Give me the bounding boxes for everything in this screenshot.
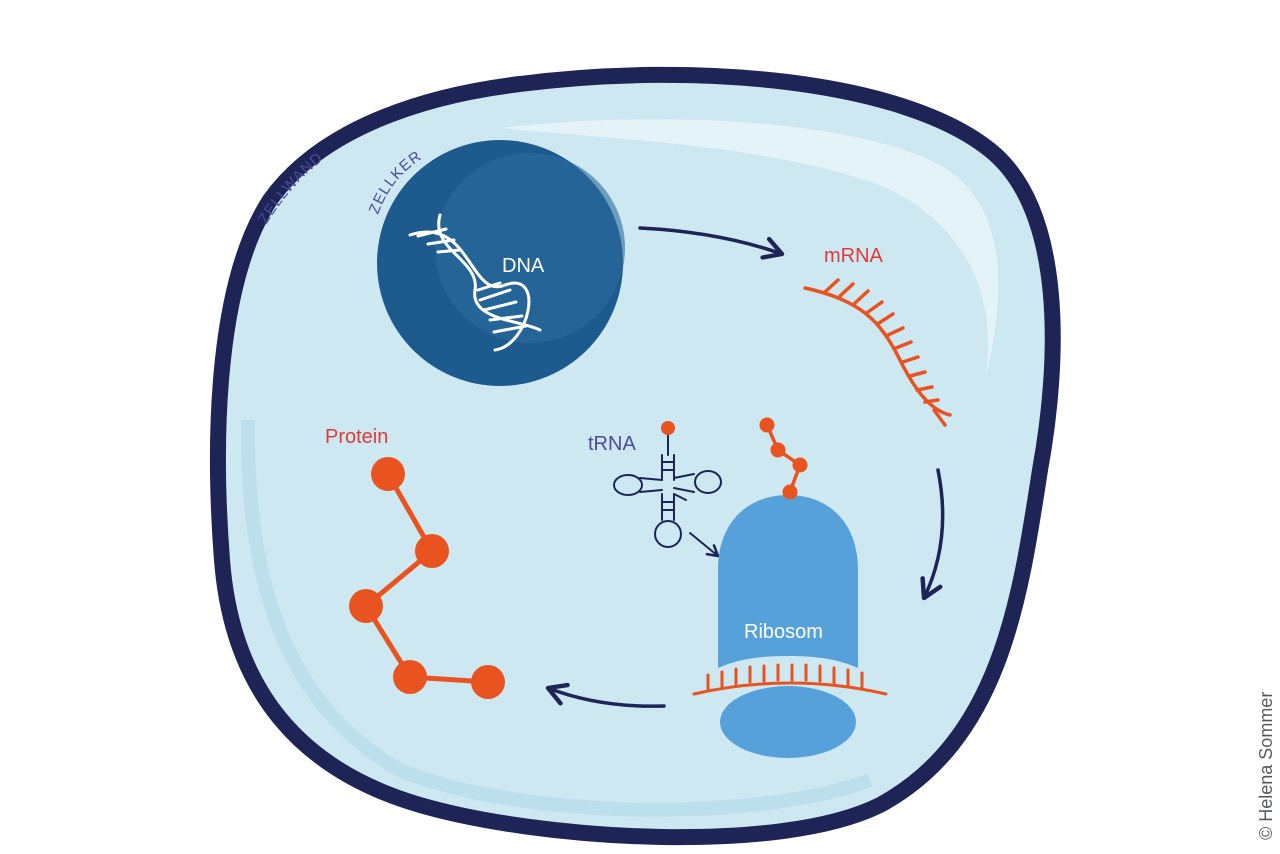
trna-label: tRNA xyxy=(588,433,636,455)
arrow-trna-to-ribosome xyxy=(689,532,720,558)
cell-inner-edge xyxy=(240,419,873,817)
trna-icon xyxy=(613,431,722,548)
ribosome-small-subunit xyxy=(720,686,856,758)
mrna-label: mRNA xyxy=(824,245,884,267)
protein-label: Protein xyxy=(325,426,388,448)
trna-amino-acid xyxy=(661,421,675,435)
ribosome-mrna-strand xyxy=(692,663,888,696)
arrow-to-ribosome xyxy=(920,468,945,601)
dna-label: DNA xyxy=(502,255,545,277)
arrow-transcription xyxy=(638,226,785,260)
amino-acid-chain-icon xyxy=(349,457,505,699)
nucleus-shine xyxy=(435,153,625,343)
ribosome-large-subunit xyxy=(718,495,858,668)
arrow-to-protein xyxy=(545,682,666,708)
nascent-peptide xyxy=(759,417,808,500)
ribosome-label: Ribosom xyxy=(744,621,823,643)
mrna-strand-icon xyxy=(803,278,952,427)
dna-helix-icon xyxy=(408,213,542,352)
copyright-credit: © Helena Sommer xyxy=(1256,691,1276,840)
